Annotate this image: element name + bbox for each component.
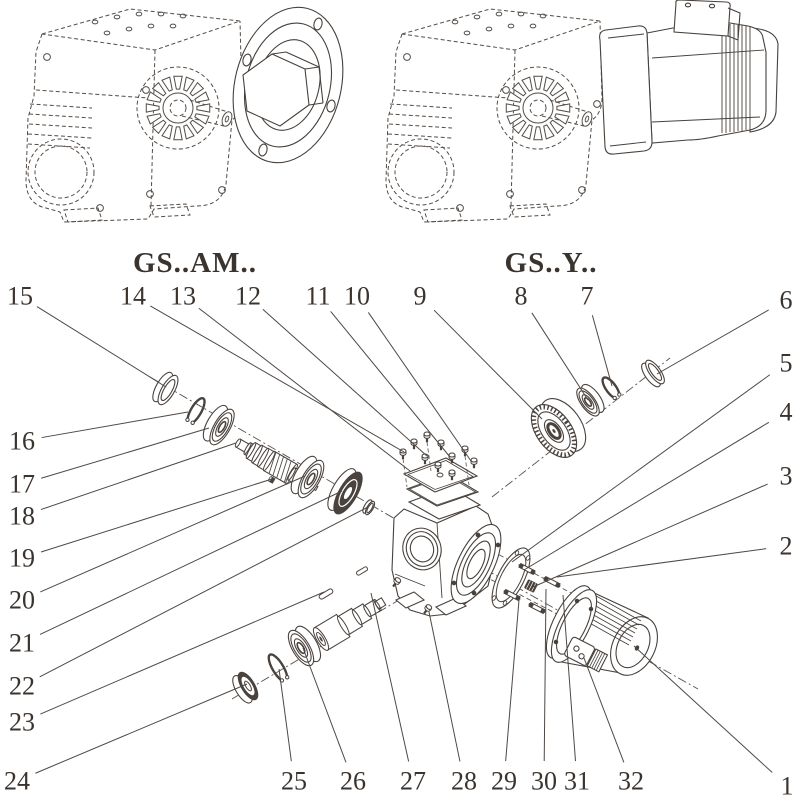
callout-leader-23	[40, 591, 325, 715]
bearing-8	[576, 383, 605, 417]
callout-label-4: 4	[780, 398, 793, 427]
callout-leader-29	[505, 599, 520, 762]
callout-label-8: 8	[515, 282, 528, 311]
callout-leader-25	[278, 668, 292, 762]
square-nut-3	[524, 579, 538, 593]
callout-leader-15	[36, 306, 167, 388]
callout-label-13: 13	[170, 282, 196, 311]
callout-label-2: 2	[780, 532, 793, 561]
bearing-17	[202, 404, 235, 446]
callout-label-7: 7	[581, 282, 594, 311]
callout-label-26: 26	[340, 767, 366, 796]
input-seal-starburst-2	[505, 75, 571, 141]
caption-gs-am: GS..AM..	[133, 247, 257, 279]
oil-seal-6	[641, 359, 665, 388]
callout-label-10: 10	[344, 282, 370, 311]
screw-drop-lines	[402, 441, 470, 488]
callout-leader-14	[150, 305, 405, 453]
callout-label-25: 25	[281, 767, 307, 796]
callout-label-6: 6	[780, 286, 793, 315]
callout-label-16: 16	[9, 427, 35, 456]
worm-gear-9	[530, 398, 587, 458]
callout-leader-26	[302, 647, 347, 763]
motor-mounting-parts	[491, 547, 562, 615]
callout-leader-19	[40, 478, 273, 553]
callout-label-1: 1	[781, 772, 794, 800]
callout-leader-32	[583, 657, 625, 763]
callout-label-24: 24	[4, 767, 30, 796]
callout-label-11: 11	[305, 282, 330, 311]
oil-seal-disc-21	[327, 468, 363, 515]
callout-label-32: 32	[618, 767, 644, 796]
callout-label-27: 27	[400, 767, 426, 796]
callout-label-18: 18	[9, 502, 35, 531]
small-ring-22	[362, 499, 376, 516]
callout-leader-27	[370, 592, 410, 762]
callout-leader-2	[556, 548, 767, 578]
output-shaft-27	[312, 597, 387, 651]
callout-label-22: 22	[9, 672, 35, 701]
callout-label-31: 31	[564, 767, 590, 796]
callout-label-17: 17	[9, 470, 35, 499]
callout-leader-13	[198, 307, 411, 472]
motor-drawing	[599, 0, 779, 155]
callout-leader-21	[39, 490, 343, 635]
exploded-parts	[152, 359, 665, 704]
input-seal-starburst	[145, 75, 211, 141]
callout-label-14: 14	[120, 282, 146, 311]
callout-leader-3	[532, 483, 768, 588]
callout-leader-24	[35, 683, 248, 774]
caption-gs-y: GS..Y..	[505, 247, 598, 279]
callout-label-30: 30	[531, 767, 557, 796]
output-flange-drawing	[232, 6, 344, 164]
callout-leader-31	[562, 594, 576, 762]
callout-leader-8	[531, 312, 589, 401]
callout-label-29: 29	[491, 767, 517, 796]
callout-leader-20	[40, 475, 306, 593]
mounting-studs	[502, 562, 562, 615]
exploded-motor	[545, 585, 658, 676]
oil-seal-15	[152, 371, 179, 406]
callout-label-15: 15	[7, 282, 33, 311]
callout-leader-22	[39, 506, 369, 678]
callout-label-12: 12	[235, 282, 261, 311]
callout-leader-9	[433, 309, 543, 420]
callout-leader-11	[330, 311, 451, 458]
callout-leader-6	[656, 309, 769, 375]
callout-label-5: 5	[780, 349, 793, 378]
callout-label-3: 3	[780, 462, 793, 491]
gearbox-housing	[391, 457, 502, 617]
callout-leader-17	[41, 427, 210, 479]
callout-label-20: 20	[9, 586, 35, 615]
callout-label-28: 28	[451, 767, 477, 796]
circlip-16	[185, 397, 206, 425]
callout-label-19: 19	[9, 544, 35, 573]
callout-leader-10	[367, 312, 472, 462]
callout-label-23: 23	[9, 708, 35, 737]
bearing-20	[290, 455, 325, 499]
callout-leader-30	[543, 588, 547, 762]
callout-leader-16	[41, 411, 189, 439]
callout-leader-1	[633, 645, 773, 773]
callout-leader-28	[428, 611, 461, 762]
callout-leader-7	[591, 315, 613, 387]
gearbox-drawing-details	[43, 11, 241, 212]
shaft-keys	[318, 566, 369, 600]
callout-leader-12	[262, 308, 428, 457]
callout-label-9: 9	[414, 282, 427, 311]
adapter-gasket-5	[491, 547, 531, 609]
callout-label-21: 21	[9, 629, 35, 658]
circlip-7	[601, 376, 622, 401]
motor-terminal-box	[564, 636, 609, 673]
callout-leader-5	[511, 374, 771, 563]
callout-leader-18	[40, 442, 237, 511]
end-cover-24	[232, 671, 259, 704]
callout-leader-4	[523, 421, 770, 571]
